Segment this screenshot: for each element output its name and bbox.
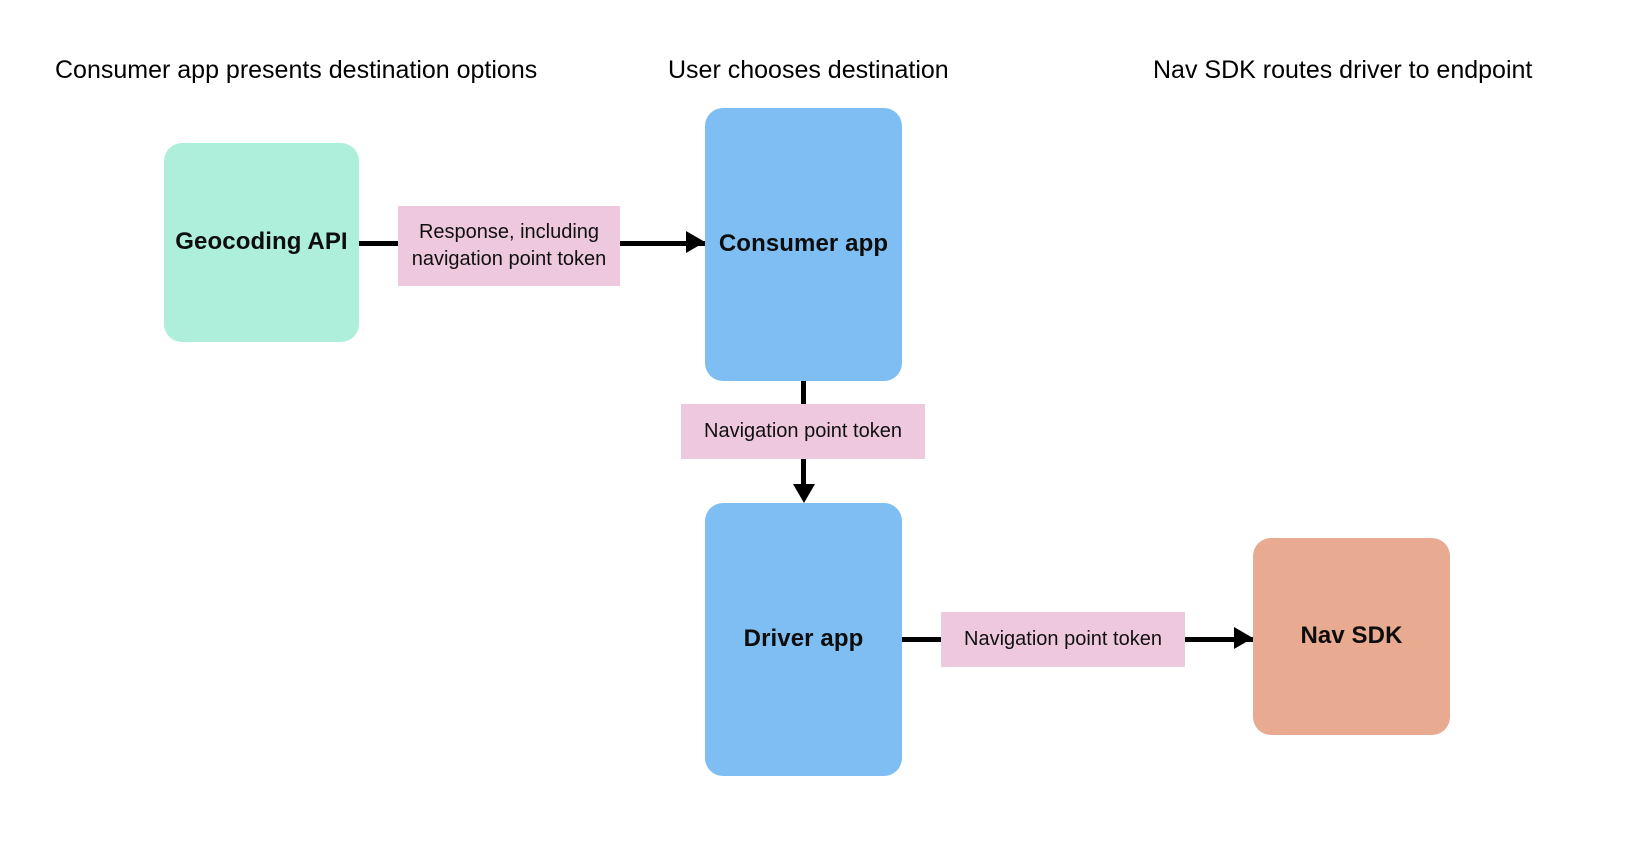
column-header-user-chooses: User chooses destination (668, 56, 949, 84)
edge-label-navigation-point-token-consumer-driver: Navigation point token (681, 404, 925, 459)
arrowhead-geocoding-to-consumer (686, 231, 705, 253)
node-geocoding-api[interactable]: Geocoding API (164, 143, 359, 342)
edge-label-navigation-point-token-driver-navsdk: Navigation point token (941, 612, 1185, 667)
edge-label-navigation-point-token-driver-navsdk-text: Navigation point token (964, 628, 1162, 650)
arrowhead-consumer-to-driver (793, 484, 815, 503)
node-consumer-app-label: Consumer app (718, 230, 889, 258)
arrowhead-driver-to-navsdk (1234, 627, 1253, 649)
node-geocoding-api-label: Geocoding API (175, 228, 348, 256)
edge-label-navigation-point-token-consumer-driver-text: Navigation point token (704, 420, 902, 442)
node-nav-sdk-label: Nav SDK (1300, 622, 1403, 650)
column-header-nav-sdk-routes: Nav SDK routes driver to endpoint (1153, 56, 1533, 84)
node-nav-sdk[interactable]: Nav SDK (1253, 538, 1450, 735)
node-driver-app[interactable]: Driver app (705, 503, 902, 776)
edge-label-response-text: Response, including navigation point tok… (411, 221, 607, 270)
node-consumer-app[interactable]: Consumer app (705, 108, 902, 381)
edge-label-response-including-navigation-point-token: Response, including navigation point tok… (398, 206, 620, 286)
node-driver-app-label: Driver app (743, 625, 864, 653)
column-header-consumer-options: Consumer app presents destination option… (55, 56, 538, 84)
